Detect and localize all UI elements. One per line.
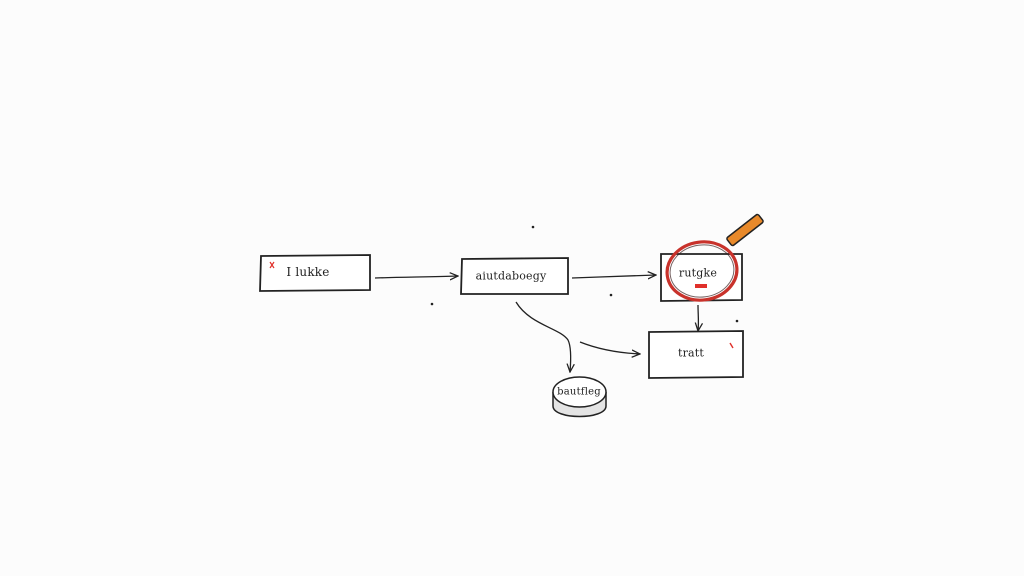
node-label-n5: bautfleg: [557, 386, 601, 398]
node-box-n3: [660, 253, 743, 302]
edge-n2-n3: [571, 275, 656, 278]
node-box-n1: [259, 254, 371, 292]
dot: [430, 302, 434, 306]
magnifier-highlight-icon: [665, 240, 739, 302]
node-label-n4: tratt: [677, 346, 705, 360]
dot: [609, 293, 613, 297]
node-box-n4: [648, 330, 744, 379]
pencil-icon: [726, 213, 764, 247]
edge-n2-n5: [515, 301, 571, 372]
node-cylinder-n5: [552, 376, 607, 418]
red-mark-n4: [729, 342, 734, 349]
dot: [735, 319, 739, 323]
edge-n1-n2: [374, 276, 458, 278]
edge-n2-n4: [579, 341, 640, 354]
node-box-n2: [460, 257, 569, 295]
red-mark-n3: [695, 284, 707, 288]
node-label-n2: aiutdaboegy: [475, 269, 547, 283]
node-label-n1: I lukke: [286, 265, 330, 279]
red-mark-n1: [269, 261, 275, 269]
node-label-n3: rutgke: [678, 266, 718, 280]
dot: [531, 225, 535, 229]
